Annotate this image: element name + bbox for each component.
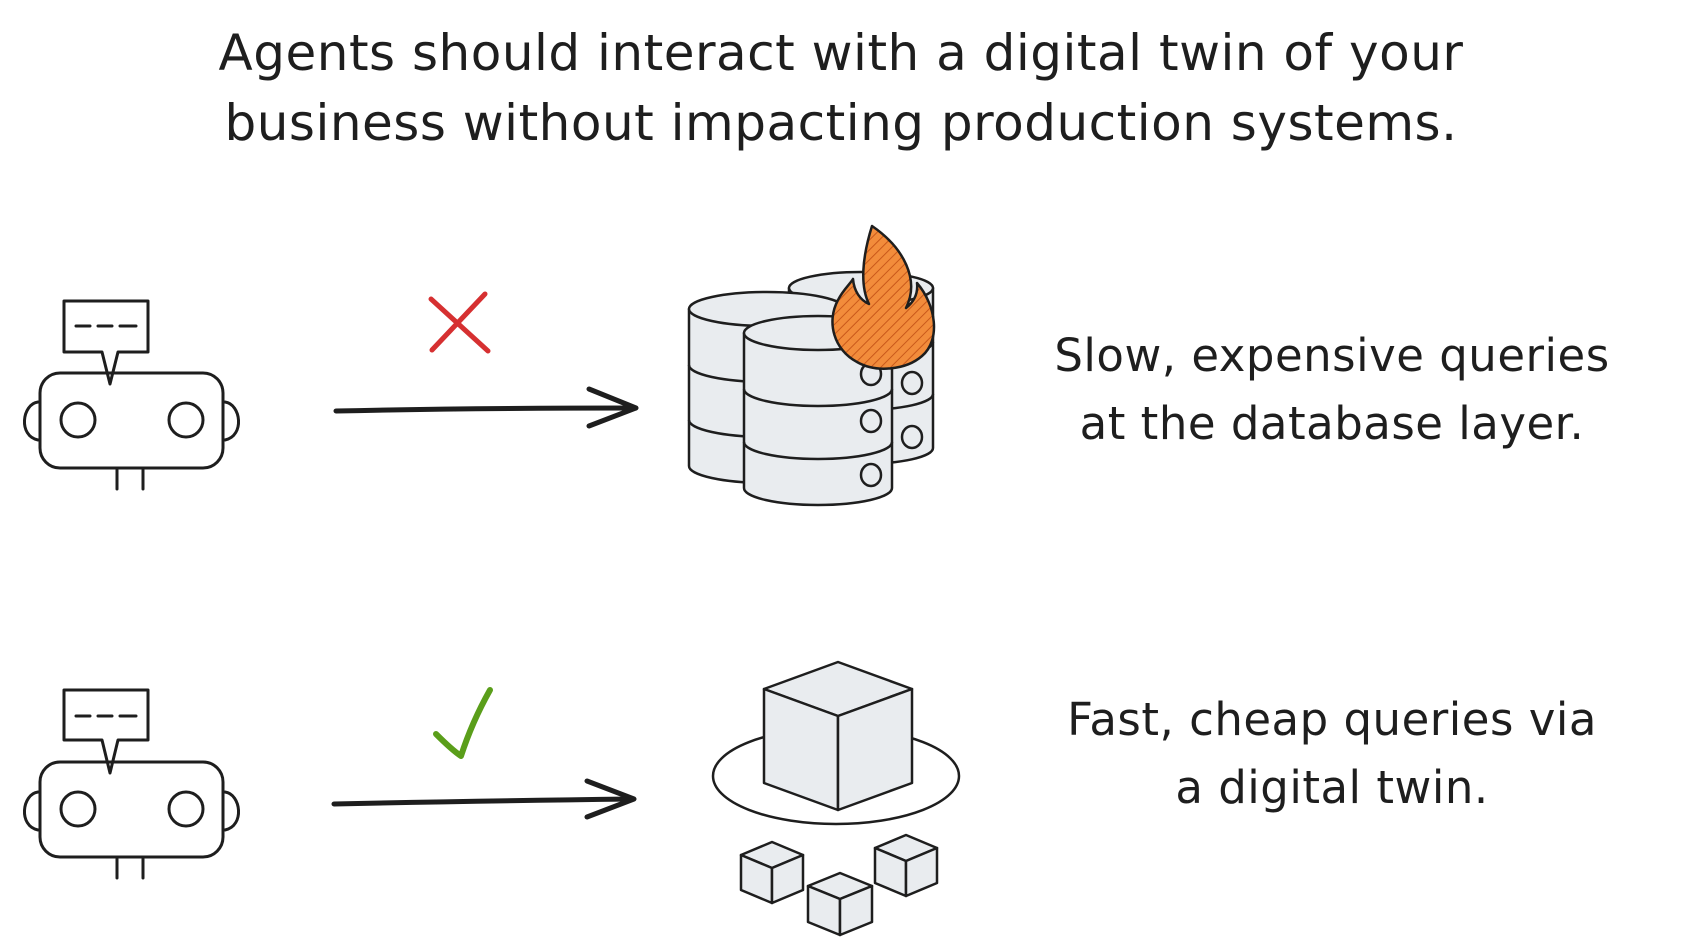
good-path-description-line-1: Fast, cheap queries via	[1067, 693, 1597, 746]
robot-agent-icon-top	[23, 299, 240, 491]
small-cube-left	[739, 840, 805, 905]
small-cube-bottom	[806, 871, 874, 937]
good-path-description-line-2: a digital twin.	[1175, 761, 1489, 814]
good-path-description: Fast, cheap queries via a digital twin.	[1012, 686, 1652, 822]
red-x-icon	[428, 291, 491, 354]
bad-path-description-line-2: at the database layer.	[1079, 397, 1585, 450]
headline-line-2: business without impacting production sy…	[224, 94, 1458, 152]
small-cube-right	[873, 833, 939, 898]
headline-line-1: Agents should interact with a digital tw…	[218, 24, 1464, 82]
burning-database-icon	[687, 224, 936, 507]
arrow-to-digital-twin	[331, 778, 637, 820]
fire-icon	[831, 224, 936, 370]
robot-agent-icon-bottom	[23, 688, 240, 880]
large-cube	[762, 660, 914, 812]
digital-twin-cube-icon	[711, 660, 961, 937]
green-check-icon	[433, 687, 493, 759]
arrow-to-database	[333, 386, 639, 429]
headline: Agents should interact with a digital tw…	[0, 18, 1682, 158]
bad-path-description: Slow, expensive queries at the database …	[1012, 322, 1652, 458]
bad-path-description-line-1: Slow, expensive queries	[1054, 329, 1610, 382]
